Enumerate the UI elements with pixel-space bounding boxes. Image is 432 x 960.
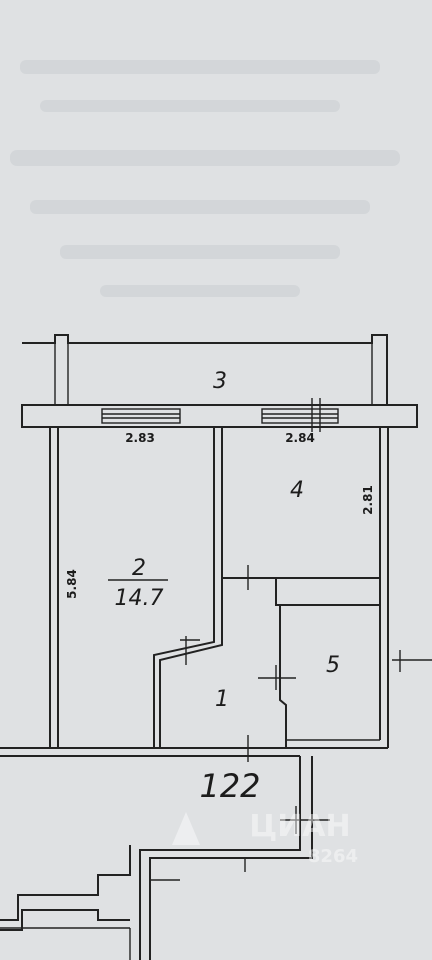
lower-structure-walls bbox=[0, 756, 330, 960]
apartment-number: 122 bbox=[199, 767, 260, 805]
dimension-room-4-width: 2.84 bbox=[285, 431, 315, 445]
apartment-walls bbox=[0, 427, 432, 762]
dimension-room-4-depth: 2.81 bbox=[361, 485, 375, 515]
room-2-area: 14.7 bbox=[115, 586, 164, 611]
room-5-label: 5 bbox=[326, 653, 340, 678]
watermark-brand: ЦИАН bbox=[249, 809, 350, 844]
room-1-label: 1 bbox=[215, 687, 229, 712]
exterior-wall-band bbox=[21, 398, 418, 432]
watermark-id: 8264 bbox=[308, 846, 358, 867]
window-left bbox=[101, 408, 181, 424]
room-2-label: 2 bbox=[132, 556, 146, 581]
faded-text-area bbox=[10, 60, 400, 297]
window-right bbox=[261, 408, 339, 424]
dimension-room-2-depth: 5.84 bbox=[65, 569, 79, 599]
room-4-label: 4 bbox=[290, 478, 304, 503]
watermark: ЦИАН 8264 bbox=[172, 809, 358, 867]
balcony-walls bbox=[22, 334, 388, 405]
dimension-room-2-width: 2.83 bbox=[125, 431, 155, 445]
watermark-logo-icon bbox=[172, 812, 200, 845]
room-3-label: 3 bbox=[213, 369, 227, 394]
